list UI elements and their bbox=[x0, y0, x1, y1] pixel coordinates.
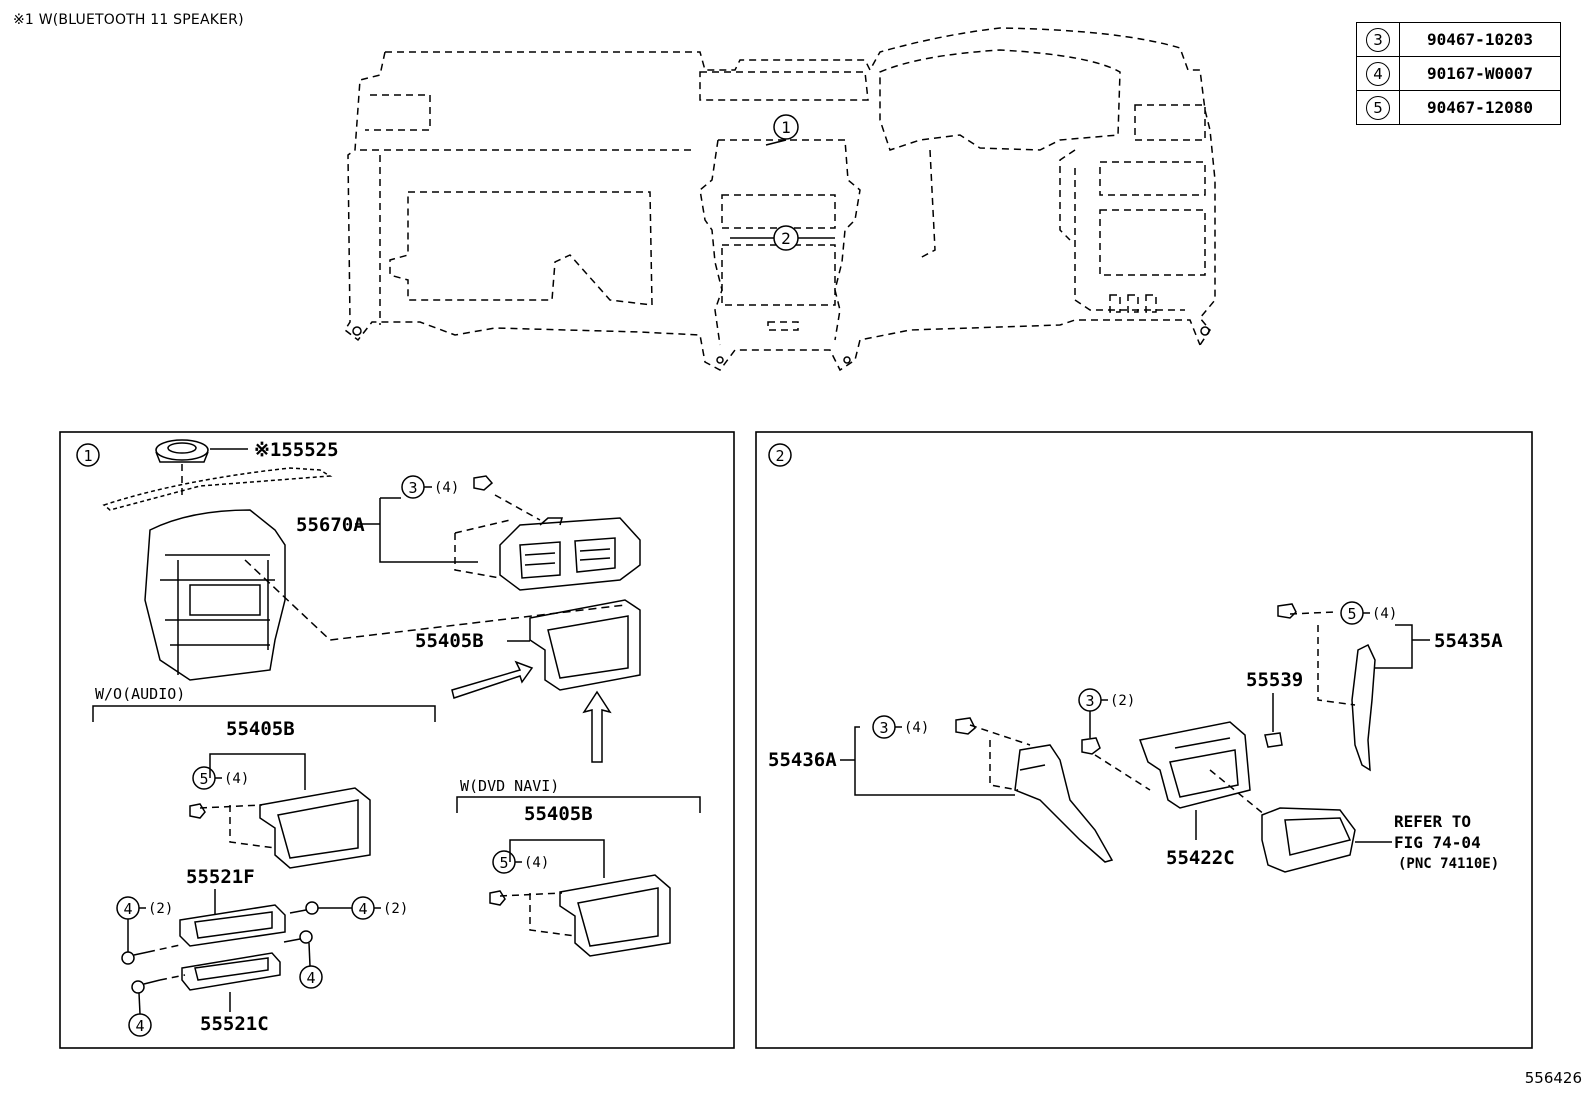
bezel-dvd-navi bbox=[499, 874, 671, 957]
part-number: 90467-10203 bbox=[1399, 22, 1561, 57]
panel2-callout: 2 bbox=[768, 443, 792, 467]
callout-number: 4 bbox=[306, 969, 315, 987]
table-row: 4 90167-W0007 bbox=[1356, 56, 1561, 91]
callout-3-clip: 3 (4) bbox=[401, 475, 494, 499]
footnote-bluetooth-speaker: ※1 W(BLUETOOTH 11 SPEAKER) bbox=[13, 12, 244, 28]
detail-panel-1 bbox=[59, 431, 735, 1049]
callout-number: 3 bbox=[1085, 692, 1094, 710]
center-vent-55670A bbox=[499, 517, 641, 591]
callout-number: 5 bbox=[199, 770, 208, 788]
part-label-55405B-dvd: 55405B bbox=[524, 803, 593, 825]
callout-number: 4 bbox=[1366, 61, 1390, 86]
callout-4-left-lower: 4 bbox=[128, 992, 152, 1037]
callout-number: 5 bbox=[499, 854, 508, 872]
part-label-55521C: 55521C bbox=[200, 1013, 269, 1035]
quantity-label: (2) bbox=[383, 901, 408, 917]
panel1-callout: 1 bbox=[76, 443, 100, 467]
refer-label-line2: FIG 74-04 bbox=[1394, 833, 1481, 852]
callout-number: 3 bbox=[1366, 27, 1390, 52]
overview-callout-2: 2 bbox=[730, 225, 835, 251]
callout-number: 5 bbox=[1366, 95, 1390, 120]
leader-line bbox=[209, 753, 306, 790]
callout-number: 2 bbox=[775, 447, 784, 465]
callout-4-left-upper: 4 (2) bbox=[116, 896, 173, 952]
callout-5-clip-dvd: 5 (4) bbox=[489, 850, 549, 906]
figure-id: 556426 bbox=[1524, 1069, 1582, 1087]
part-label-55405B: 55405B bbox=[415, 630, 484, 652]
dashboard-mount-tabs bbox=[352, 326, 1210, 364]
display-bezel-55405B bbox=[529, 599, 641, 691]
table-row: 5 90467-12080 bbox=[1356, 90, 1561, 125]
variant-bracket bbox=[456, 796, 701, 813]
panel-55521C bbox=[181, 952, 281, 991]
part-label-55436A: 55436A bbox=[768, 749, 837, 771]
callout-4-right-upper: 4 (2) bbox=[318, 896, 408, 920]
callout-number: 2 bbox=[781, 229, 791, 248]
quantity-label: (4) bbox=[524, 855, 549, 871]
part-label-55525: ※155525 bbox=[254, 439, 339, 461]
callout-3-clip-upper: 3 (2) bbox=[1078, 688, 1135, 755]
leader-line bbox=[509, 839, 605, 878]
callout-number: 4 bbox=[135, 1017, 144, 1035]
variant-bracket bbox=[92, 705, 436, 722]
part-number: 90167-W0007 bbox=[1399, 56, 1561, 91]
callout-number: 1 bbox=[83, 447, 92, 465]
side-trim-55436A bbox=[955, 717, 1114, 863]
part-label-55670A: 55670A bbox=[296, 514, 365, 536]
detail-panel-2 bbox=[755, 431, 1533, 1049]
part-label-55521F: 55521F bbox=[186, 866, 255, 888]
bezel-wo-audio bbox=[199, 787, 371, 869]
quantity-label: (4) bbox=[224, 771, 249, 787]
center-panel-55422C bbox=[1094, 721, 1251, 809]
overview-callout-1: 1 bbox=[765, 114, 799, 146]
refer-label-line1: REFER TO bbox=[1394, 812, 1471, 831]
part-number: 90467-12080 bbox=[1399, 90, 1561, 125]
dashboard-outline bbox=[344, 27, 1216, 372]
panel-55521F bbox=[179, 904, 286, 947]
quantity-label: (2) bbox=[1110, 693, 1135, 709]
callout-4-right-lower: 4 bbox=[299, 942, 323, 989]
callout-number: 5 bbox=[1347, 605, 1356, 623]
table-row: 3 90467-10203 bbox=[1356, 22, 1561, 57]
part-label-55405B-wo-audio: 55405B bbox=[226, 718, 295, 740]
callout-number: 3 bbox=[879, 719, 888, 737]
part-label-55539: 55539 bbox=[1246, 669, 1303, 691]
quantity-label: (4) bbox=[1372, 606, 1397, 622]
part-label-55435A: 55435A bbox=[1434, 630, 1503, 652]
quantity-label: (4) bbox=[434, 480, 459, 496]
glove-box bbox=[1209, 769, 1392, 873]
vent-bracket bbox=[355, 494, 541, 579]
callout-number: 1 bbox=[781, 118, 791, 137]
speaker-grille-55525 bbox=[155, 439, 248, 500]
callout-5-clip: 5 (4) bbox=[189, 766, 249, 819]
clip-55539 bbox=[1264, 732, 1283, 748]
part-number-table: 3 90467-10203 4 90167-W0007 5 90467-1208… bbox=[1356, 22, 1561, 125]
part-label-55422C: 55422C bbox=[1166, 847, 1235, 869]
quantity-label: (4) bbox=[904, 720, 929, 736]
variant-label-w-dvd-navi: W(DVD NAVI) bbox=[460, 777, 559, 795]
quantity-label: (2) bbox=[148, 901, 173, 917]
assembly-arrow-up bbox=[582, 690, 612, 763]
variant-label-wo-audio: W/O(AUDIO) bbox=[95, 685, 185, 703]
side-panel-55435A bbox=[1277, 603, 1376, 772]
callout-5-side: 5 (4) bbox=[1340, 601, 1430, 669]
refer-label-line3: (PNC 74110E) bbox=[1398, 856, 1499, 872]
callout-3-clip-side: 3 (4) bbox=[840, 715, 1015, 796]
callout-number: 4 bbox=[358, 900, 367, 918]
dash-center-section bbox=[102, 467, 626, 681]
callout-number: 4 bbox=[123, 900, 132, 918]
screws bbox=[121, 901, 319, 994]
assembly-arrow-right bbox=[451, 660, 534, 699]
callout-number: 3 bbox=[408, 479, 417, 497]
